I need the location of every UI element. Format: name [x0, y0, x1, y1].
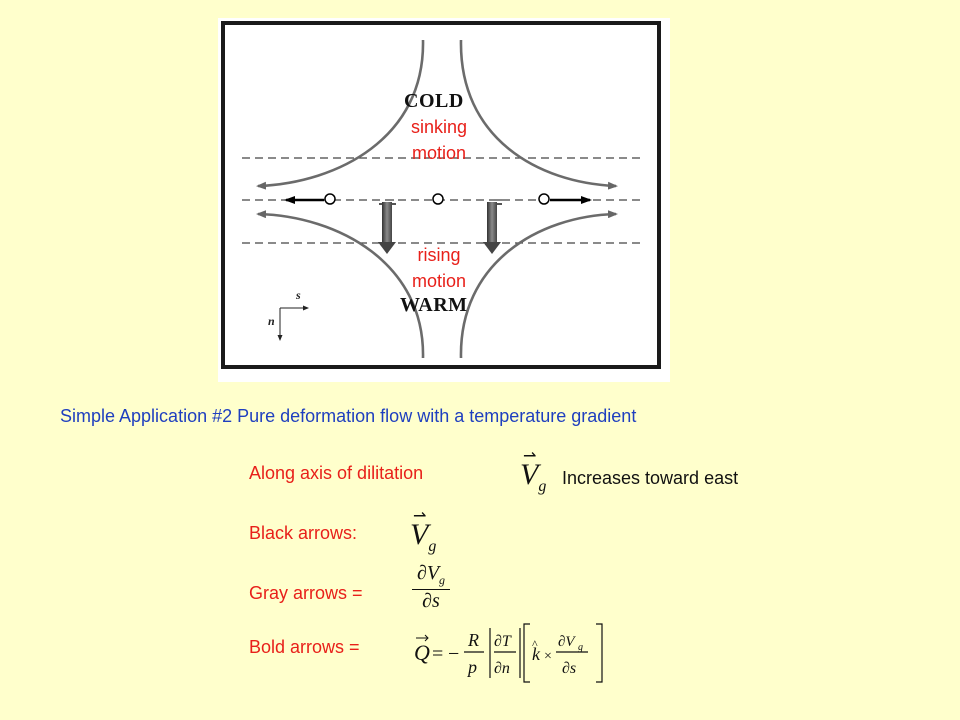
svg-text:∂T: ∂T [494, 633, 512, 650]
svg-text:∂n: ∂n [494, 660, 510, 677]
bold-arrow-left [378, 202, 396, 254]
bold-arrows-label: Bold arrows = [249, 637, 360, 657]
streamline-upper-right [459, 39, 618, 190]
figure-frame [221, 21, 661, 369]
svg-text:g: g [578, 642, 583, 653]
dvg-ds-fraction: ∂Vg ∂s [412, 562, 450, 613]
svg-text:Q: Q [414, 640, 430, 665]
q-vector-formula: Q = − R p ∂T ∂n k ^ × ∂V g ∂s [414, 623, 603, 683]
dilitation-label: Along axis of dilitation [249, 463, 424, 483]
streamline-lower-right [459, 210, 618, 359]
svg-text:p: p [466, 657, 477, 677]
deformation-diagram [221, 21, 661, 369]
slide-title: Simple Application #2 Pure deformation f… [60, 406, 637, 426]
deformation-figure: COLD WARM sinking motion rising motion s… [218, 18, 670, 382]
axis-n-letter: n [268, 314, 275, 328]
rising-motion-label: rising motion [411, 245, 467, 291]
svg-text:^: ^ [532, 637, 538, 651]
cold-label: COLD [404, 90, 464, 112]
parcel-center [432, 193, 444, 205]
bold-arrow-right [483, 202, 502, 254]
streamline-upper-left [256, 39, 425, 190]
gray-arrows-label: Gray arrows = [249, 583, 363, 603]
svg-text:∂V: ∂V [558, 634, 576, 650]
vg-symbol-dilitation: V⇀g [520, 448, 547, 495]
svg-text:×: × [544, 649, 552, 664]
svg-text:R: R [467, 630, 479, 650]
vg-symbol-black: V⇀g [410, 508, 437, 555]
svg-text:−: − [448, 643, 459, 665]
dilitation-result: Increases toward east [562, 468, 739, 488]
parcel-east [538, 193, 550, 205]
svg-text:k: k [532, 644, 541, 664]
streamline-lower-left [256, 210, 425, 359]
sinking-motion-label: sinking motion [410, 117, 468, 163]
axis-s-letter: s [296, 288, 301, 302]
black-arrows-label: Black arrows: [249, 523, 358, 543]
svg-text:∂s: ∂s [562, 660, 576, 677]
parcel-west [324, 193, 336, 205]
svg-text:=: = [432, 643, 443, 665]
warm-label: WARM [400, 294, 468, 316]
